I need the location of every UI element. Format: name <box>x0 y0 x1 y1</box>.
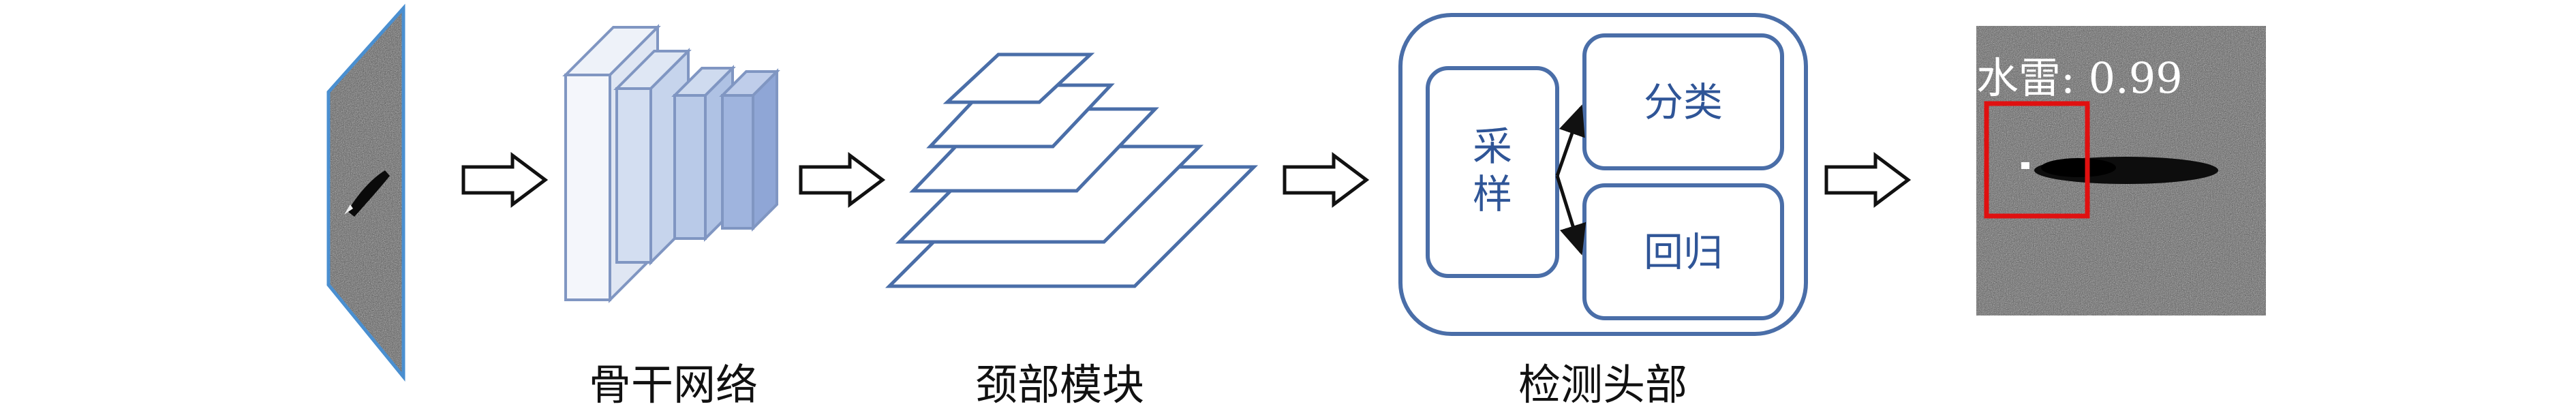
branch-arrows <box>1555 104 1586 256</box>
detection-label: 水雷: 0.99 <box>1976 53 2183 103</box>
caption-head: 检测头部 <box>1518 360 1687 410</box>
caption-neck: 颈部模块 <box>975 360 1144 410</box>
backbone-layers <box>562 24 780 303</box>
caption-backbone: 骨干网络 <box>588 360 758 410</box>
flow-arrow-icon <box>1824 152 1912 208</box>
detection-bounding-box <box>1984 101 2090 219</box>
flow-arrow-icon <box>799 152 886 208</box>
sampling-label: 采 样 <box>1428 123 1557 218</box>
sampling-label-char-2: 样 <box>1472 171 1512 217</box>
sampling-label-char-1: 采 <box>1472 123 1512 170</box>
regression-label: 回归 <box>1643 229 1723 275</box>
detection-head-module <box>1398 13 1808 336</box>
classification-box <box>1582 33 1784 170</box>
classification-label: 分类 <box>1643 79 1723 125</box>
flow-arrow-icon <box>1283 152 1370 208</box>
neck-feature-planes <box>885 52 1259 288</box>
input-sonar-image <box>326 3 405 382</box>
output-detection-image <box>1976 26 2266 316</box>
flow-arrow-icon <box>461 152 549 208</box>
